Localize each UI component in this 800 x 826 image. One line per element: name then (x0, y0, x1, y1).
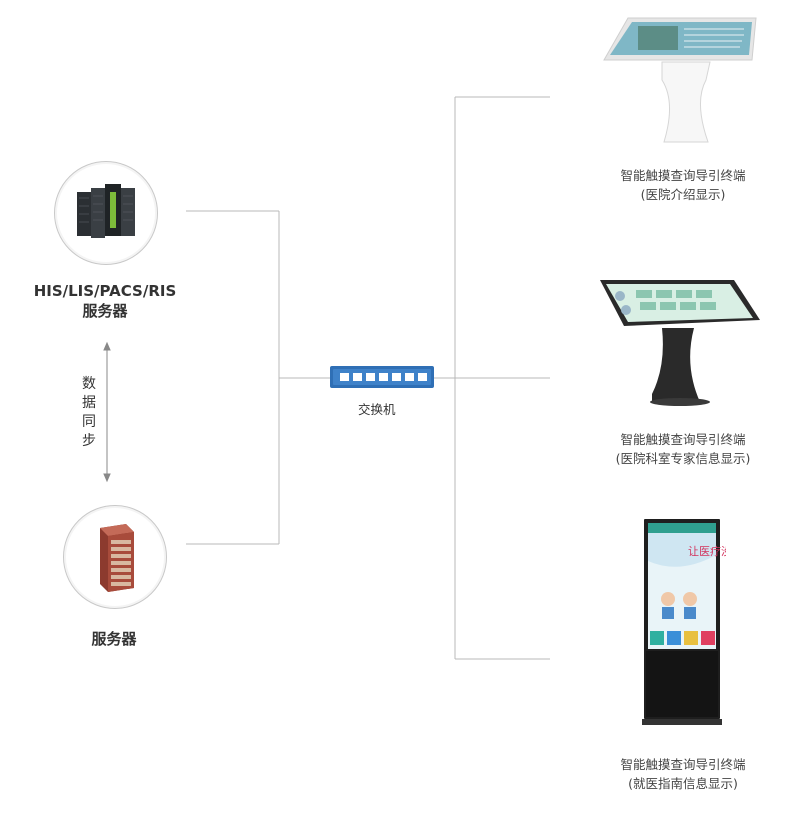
sync-arrow-up (103, 341, 111, 351)
terminal-2-caption: 智能触摸查询导引终端 (医院科室专家信息显示) (583, 430, 783, 468)
server-rack-icon (77, 184, 135, 238)
sync-text-3: 同 (82, 414, 96, 430)
network-switch (330, 363, 434, 391)
terminal-3-caption: 智能触摸查询导引终端 (就医指南信息显示) (583, 755, 783, 793)
switch-label: 交换机 (358, 402, 396, 417)
vertical-kiosk-icon: 让医疗没有距离 (642, 519, 765, 725)
horizontal-kiosk-icon (600, 280, 760, 406)
sync-text-1: 数 (82, 376, 96, 392)
server-node (63, 505, 167, 609)
kiosk-terminal-1 (598, 10, 768, 150)
server-cabinet-icon (100, 524, 134, 592)
terminal-3-detail: (就医指南信息显示) (628, 776, 738, 791)
his-server-label-line2: 服务器 (82, 302, 128, 320)
poster-text: 让医疗没有距离 (688, 544, 726, 558)
sync-text-4: 步 (82, 433, 96, 449)
server-label: 服务器 (91, 630, 137, 648)
his-server-label-line1: HIS/LIS/PACS/RIS (33, 282, 177, 300)
switch-icon (330, 366, 434, 388)
terminal-3-name: 智能触摸查询导引终端 (620, 757, 746, 772)
terminal-2-detail: (医院科室专家信息显示) (615, 451, 751, 466)
terminal-1-detail: (医院介绍显示) (640, 187, 726, 202)
kiosk-terminal-2 (596, 276, 766, 416)
sync-arrow-down (103, 473, 111, 483)
his-server-node (54, 161, 158, 265)
sync-text-2: 据 (82, 395, 96, 411)
kiosk-terminal-3: 让医疗没有距离 (640, 515, 765, 730)
terminal-2-name: 智能触摸查询导引终端 (620, 432, 746, 447)
sloped-kiosk-icon (603, 17, 757, 143)
his-server-label: HIS/LIS/PACS/RIS 服务器 (20, 281, 190, 321)
terminal-1-name: 智能触摸查询导引终端 (620, 168, 746, 183)
terminal-1-caption: 智能触摸查询导引终端 (医院介绍显示) (583, 166, 783, 204)
